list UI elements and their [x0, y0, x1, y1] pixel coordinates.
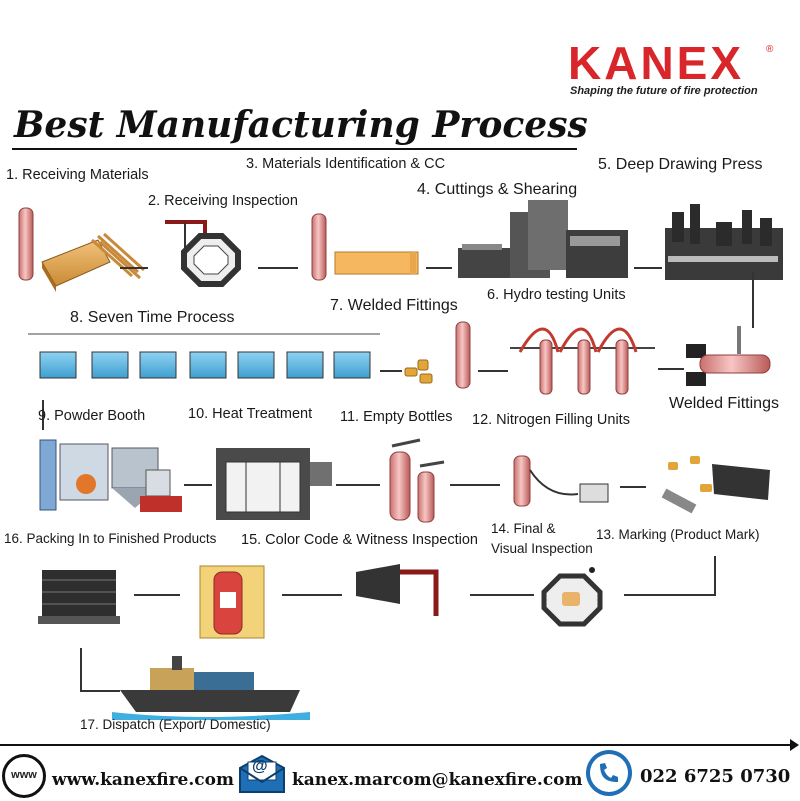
connector-7-8 [380, 370, 402, 372]
connector-13-14 [624, 594, 716, 596]
step-label-14b: Visual Inspection [491, 541, 593, 556]
connector-welding-6 [658, 368, 684, 370]
step-label-8: 8. Seven Time Process [70, 309, 235, 326]
connector-14-15b [470, 594, 534, 596]
connector-17-ship [80, 690, 120, 692]
brand-logo: KANEX [568, 37, 745, 89]
step-label-4: 4. Cuttings & Shearing [417, 181, 578, 198]
step-label-3: 3. Materials Identification & CC [246, 156, 446, 172]
footer-website-link[interactable]: www.kanexfire.com [52, 770, 234, 790]
seven-tanks [28, 333, 380, 379]
step-label-13: 13. Marking (Product Mark) [596, 527, 760, 542]
raw-cylinder-1 [18, 207, 34, 281]
page-title: Best Manufacturing Process [14, 104, 588, 146]
step-label-14a: 14. Final & [491, 521, 556, 536]
process-illustrations [18, 200, 783, 720]
raw-cylinder-2 [311, 213, 327, 281]
registered-mark: ® [766, 44, 774, 55]
connector-13-down [714, 556, 716, 596]
connector-6-7 [478, 370, 508, 372]
shearing-machine [458, 200, 628, 278]
footer-phone-number[interactable]: 022 6725 0730 [640, 766, 791, 787]
octagon-ring [181, 233, 241, 287]
packed-pallet [38, 570, 120, 624]
step-label-7-welded: Welded Fittings [669, 395, 779, 412]
hydro-test-rig [510, 327, 655, 395]
connector-12-13 [620, 486, 646, 488]
connector-11-12 [450, 484, 500, 486]
connector-15-16 [282, 594, 342, 596]
color-code-cabinet [199, 565, 265, 639]
welded-fitting-parts [404, 359, 433, 384]
step-label-16: 16. Packing In to Finished Products [4, 531, 217, 546]
rod-bundle [90, 232, 146, 280]
step-label-12: 12. Nitrogen Filling Units [472, 412, 630, 428]
connector-4-5 [634, 267, 662, 269]
step-label-2: 2. Receiving Inspection [148, 193, 298, 209]
at-symbol: @ [252, 758, 268, 775]
step-label-1: 1. Receiving Materials [6, 167, 149, 183]
marking-tools [661, 456, 770, 514]
step-label-15: 15. Color Code & Witness Inspection [241, 532, 478, 548]
step-label-11: 11. Empty Bottles [340, 409, 453, 425]
step-label-9: 9. Powder Booth [38, 408, 146, 424]
connector-5-welding [752, 272, 754, 328]
connector-16-pallet [134, 594, 180, 596]
step-label-7: 7. Welded Fittings [330, 297, 458, 314]
nitrogen-filling-unit [513, 455, 609, 507]
title-underline [12, 148, 577, 150]
empty-shell [455, 321, 471, 389]
connector-8-9 [42, 400, 44, 430]
globe-icon: www [2, 754, 46, 798]
wood-planks [41, 239, 111, 292]
connector-10-11 [336, 484, 380, 486]
step-label-17: 17. Dispatch (Export/ Domestic) [80, 717, 271, 732]
material-bar [334, 251, 419, 275]
connector-9-10 [184, 484, 212, 486]
connector-16-17 [80, 648, 82, 690]
visual-inspection-ring [541, 567, 603, 627]
connector-3-4 [426, 267, 452, 269]
powder-booth [39, 439, 182, 512]
phone-icon [586, 750, 632, 796]
brand-tagline: Shaping the future of fire protection [570, 85, 758, 97]
connector-2-3 [258, 267, 298, 269]
fire-extinguishers [389, 438, 445, 523]
envelope-icon: @ [238, 754, 286, 794]
step-label-5: 5. Deep Drawing Press [598, 156, 763, 173]
dispatch-ship [112, 656, 310, 720]
step-label-6: 6. Hydro testing Units [487, 287, 626, 303]
step-label-10: 10. Heat Treatment [188, 406, 313, 422]
inspection-gauge [356, 564, 439, 616]
globe-icon-text: www [11, 769, 37, 781]
connector-1-2 [120, 267, 148, 269]
deep-drawing-press [665, 204, 783, 280]
footer-arrow-icon [790, 739, 799, 751]
footer-divider [0, 744, 792, 746]
footer-email-link[interactable]: kanex.marcom@kanexfire.com [292, 770, 583, 790]
welding-station [686, 326, 771, 386]
heat-treatment-furnace [216, 448, 332, 520]
